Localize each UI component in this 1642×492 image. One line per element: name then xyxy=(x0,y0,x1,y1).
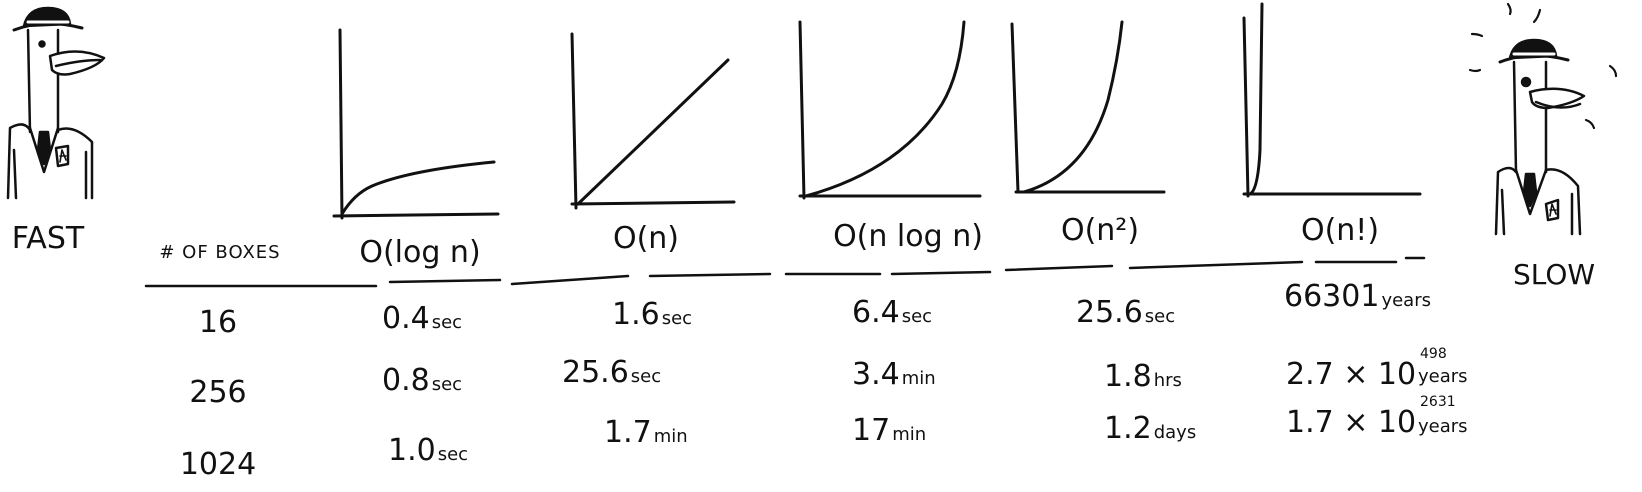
y-axis xyxy=(338,28,344,220)
y-axis xyxy=(798,20,806,200)
unit-cell: years xyxy=(1418,366,1468,387)
curve-panel-n-factorial xyxy=(1242,2,1422,198)
curve-n-squared xyxy=(1022,20,1124,194)
curve-n-log-n xyxy=(804,20,966,198)
curve-log-n xyxy=(340,160,496,216)
curve-panel-n-log-n xyxy=(798,20,982,200)
time-cell: 1.7 × 10 xyxy=(1286,405,1416,440)
boxes-cell: 1024 xyxy=(180,447,256,482)
header-divider xyxy=(144,256,1426,288)
complexity-label-n: O(n) xyxy=(613,221,679,256)
complexity-label-n-squared: O(n²) xyxy=(1061,213,1139,248)
complexity-label-n-log-n: O(n log n) xyxy=(833,219,983,254)
boxes-cell: 16 xyxy=(199,305,237,340)
exponent-cell: 2631 xyxy=(1420,394,1456,410)
slow-label: SLOW xyxy=(1513,258,1595,291)
complexity-label-n-factorial: O(n!) xyxy=(1301,213,1379,248)
curve-n xyxy=(576,58,730,206)
slow-character-icon xyxy=(1468,2,1618,236)
y-axis xyxy=(1242,16,1250,198)
curve-panel-n xyxy=(570,32,736,210)
curve-panel-n-squared xyxy=(1010,20,1166,194)
exponent-cell: 498 xyxy=(1420,346,1447,362)
complexity-label-log-n: O(log n) xyxy=(359,235,480,270)
unit-cell: years xyxy=(1418,416,1468,437)
boxes-cell: 256 xyxy=(189,375,246,410)
curve-panel-log-n xyxy=(332,28,500,220)
y-axis xyxy=(570,32,578,210)
time-cell: 2.7 × 10 xyxy=(1286,357,1416,392)
y-axis xyxy=(1010,22,1020,194)
x-axis xyxy=(570,200,736,206)
x-axis xyxy=(332,212,500,218)
fast-label: FAST xyxy=(12,221,85,256)
curve-n-factorial xyxy=(1248,2,1264,196)
rows-header: # OF BOXES xyxy=(159,242,280,263)
fast-character-icon xyxy=(6,6,106,200)
